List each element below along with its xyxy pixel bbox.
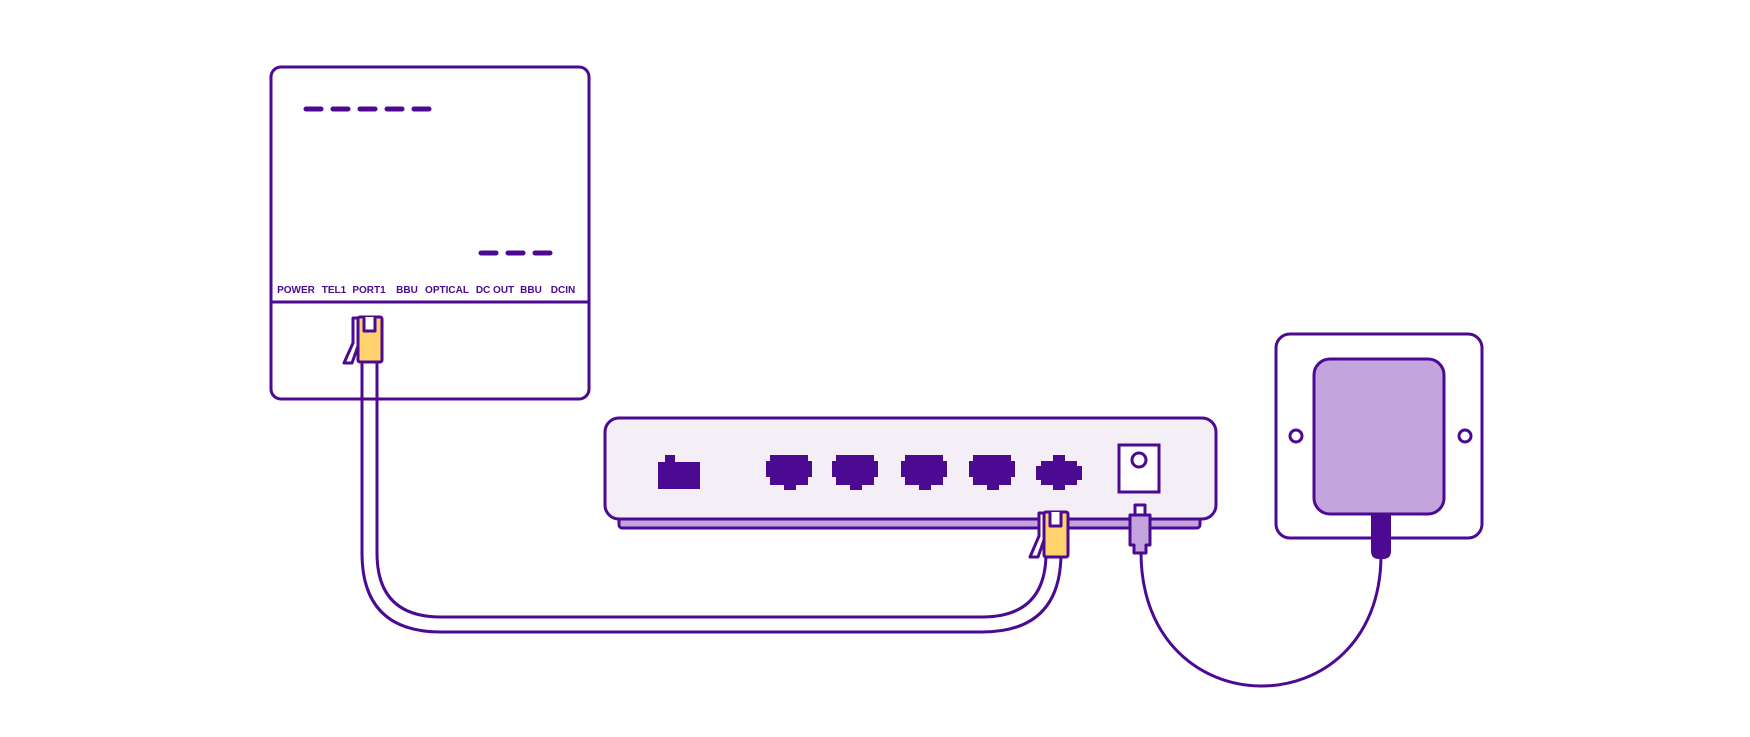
ont-label-bbu-2: BBU [520,285,542,296]
ont-label-dcin: DCIN [551,285,575,296]
power-adapter-cord-boot [1371,513,1391,559]
power-cable [1139,551,1383,688]
ethernet-port-lan-1 [766,455,812,490]
power-adapter [1312,357,1446,516]
wall-plate-screw-left [1288,428,1304,444]
ont-label-tel1: TEL1 [322,285,347,296]
ont-label-bbu: BBU [396,285,418,296]
wall-socket-icon [1274,332,1484,559]
ont-device: POWER TEL1 PORT1 BBU OPTICAL DC OUT BBU … [269,65,591,401]
ont-label-dc-out: DC OUT [476,285,514,296]
dc-plug-icon [1128,503,1152,555]
ont-label-optical: OPTICAL [425,285,469,296]
ethernet-cable [360,362,1063,634]
ont-label-port1: PORT1 [352,285,386,296]
ont-label-power: POWER [277,285,316,296]
ethernet-port-wan [658,462,700,489]
ethernet-port-lan-5 [1036,455,1082,490]
ont-body [269,65,591,401]
wall-plate-screw-right [1457,428,1473,444]
ethernet-port-lan-3 [901,455,947,490]
rj45-plug-icon [1028,510,1070,559]
router-device [603,416,1218,530]
ethernet-port-lan-4 [969,455,1015,490]
ethernet-port-lan-2 [832,455,878,490]
rj45-plug-icon [342,315,384,365]
power-jack-icon [1117,443,1161,494]
